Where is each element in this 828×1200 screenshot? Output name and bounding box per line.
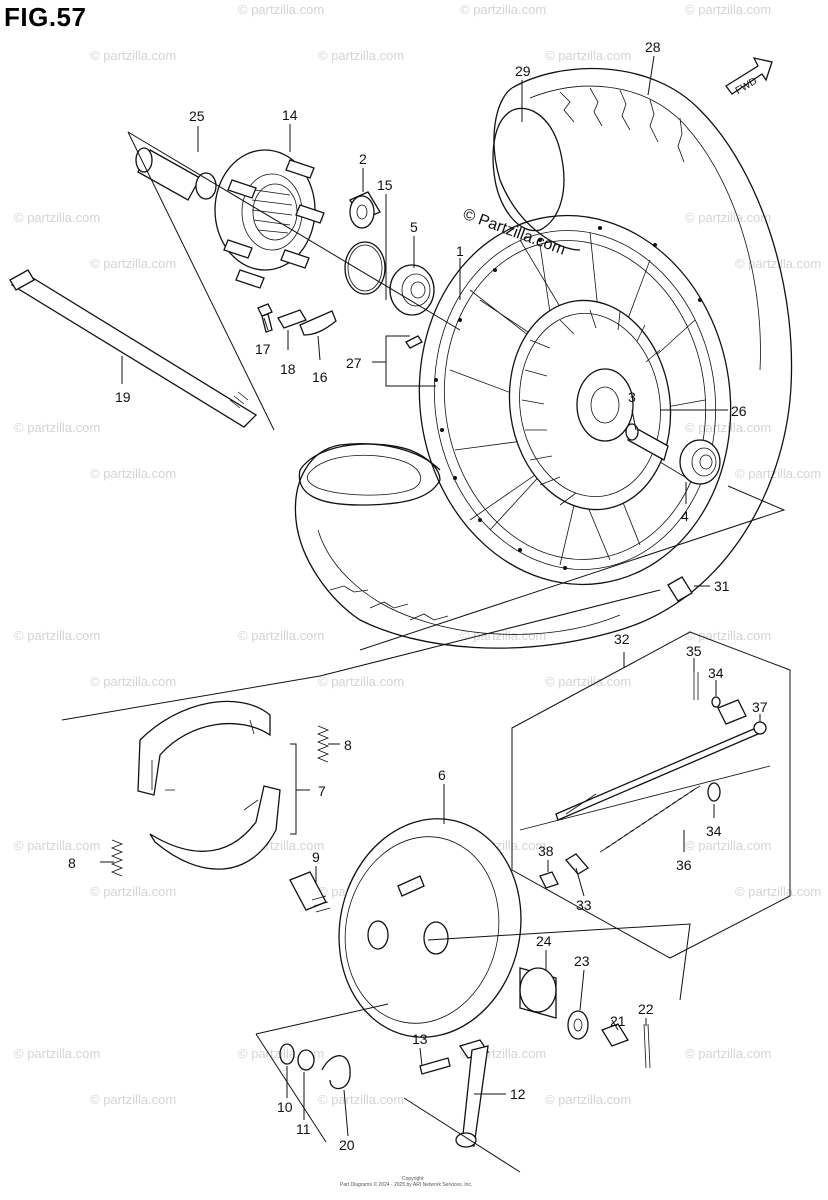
- watermark: © partzilla.com: [685, 1046, 771, 1061]
- watermark: © partzilla.com: [14, 838, 100, 853]
- part-label-16[interactable]: 16: [312, 369, 328, 385]
- part-label-19[interactable]: 19: [115, 389, 131, 405]
- watermark: © partzilla.com: [14, 628, 100, 643]
- part-label-6[interactable]: 6: [438, 767, 446, 783]
- watermark: © partzilla.com: [460, 2, 546, 17]
- watermark: © partzilla.com: [545, 1092, 631, 1107]
- watermark: © partzilla.com: [735, 884, 821, 899]
- part-label-1[interactable]: 1: [456, 243, 464, 259]
- watermark: © partzilla.com: [545, 48, 631, 63]
- leader-lines: [100, 55, 761, 1137]
- part-label-12[interactable]: 12: [510, 1086, 526, 1102]
- part-label-10[interactable]: 10: [277, 1099, 293, 1115]
- part-label-4[interactable]: 4: [681, 508, 689, 524]
- part-label-21[interactable]: 21: [610, 1013, 626, 1029]
- watermark: © partzilla.com: [685, 420, 771, 435]
- watermark: © partzilla.com: [735, 466, 821, 481]
- copyright-line-1: Copyright: [402, 1176, 424, 1182]
- part-label-22[interactable]: 22: [638, 1001, 654, 1017]
- nut-31: [667, 576, 693, 602]
- part-label-34-bottom[interactable]: 34: [706, 823, 722, 839]
- bearing-5: [389, 264, 435, 316]
- part-label-23[interactable]: 23: [574, 953, 590, 969]
- watermark: © partzilla.com: [318, 674, 404, 689]
- watermark: © partzilla.com: [90, 466, 176, 481]
- part-label-37[interactable]: 37: [752, 699, 768, 715]
- watermark: © partzilla.com: [90, 48, 176, 63]
- part-label-34-top[interactable]: 34: [708, 665, 724, 681]
- part-label-26[interactable]: 26: [731, 403, 747, 419]
- fwd-arrow: FWD: [725, 57, 773, 97]
- watermark: © partzilla.com: [685, 838, 771, 853]
- bush-2: [349, 191, 381, 229]
- watermark: © partzilla.com: [90, 256, 176, 271]
- part-label-29[interactable]: 29: [515, 63, 531, 79]
- hub-14: [214, 149, 325, 289]
- part-label-27[interactable]: 27: [346, 355, 362, 371]
- watermark: © partzilla.com: [685, 628, 771, 643]
- bearing-4: [679, 439, 721, 485]
- part-label-17[interactable]: 17: [255, 341, 271, 357]
- watermark: © partzilla.com: [14, 210, 100, 225]
- watermark: © partzilla.com: [14, 420, 100, 435]
- watermark: © partzilla.com: [685, 210, 771, 225]
- brake-assembly: [61, 589, 791, 1173]
- figure-title: FIG.57: [4, 2, 87, 32]
- watermark: © partzilla.com: [735, 256, 821, 271]
- watermark: © partzilla.com: [318, 1092, 404, 1107]
- part-label-32[interactable]: 32: [614, 631, 630, 647]
- part-label-15[interactable]: 15: [377, 177, 393, 193]
- part-label-20[interactable]: 20: [339, 1137, 355, 1153]
- part-label-38[interactable]: 38: [538, 843, 554, 859]
- part-label-5[interactable]: 5: [410, 219, 418, 235]
- part-label-28[interactable]: 28: [645, 39, 661, 55]
- wheel-assembly: FWD © Partzilla.com: [9, 57, 793, 651]
- watermark: © partzilla.com: [460, 628, 546, 643]
- part-label-7[interactable]: 7: [318, 783, 326, 799]
- part-label-13[interactable]: 13: [412, 1031, 428, 1047]
- axle-19: [9, 269, 258, 428]
- copyright-line-2: Part Diagrams © 2024 - 2025 by ARI Netwo…: [340, 1181, 472, 1188]
- part-label-31[interactable]: 31: [714, 578, 730, 594]
- watermark: © partzilla.com: [90, 884, 176, 899]
- watermark: © partzilla.com: [238, 628, 324, 643]
- watermark: © partzilla.com: [90, 1092, 176, 1107]
- watermark: © partzilla.com: [685, 2, 771, 17]
- rim-drawing: [405, 214, 732, 586]
- part-label-14[interactable]: 14: [282, 107, 298, 123]
- damper-25: [135, 147, 217, 201]
- part-number-labels: 29 28 25 14 2 15 5 1 17 18 16 27 19 3 26…: [68, 39, 768, 1153]
- part-label-8-top[interactable]: 8: [344, 737, 352, 753]
- watermark: © partzilla.com: [238, 2, 324, 17]
- watermark: © partzilla.com: [90, 674, 176, 689]
- part-label-8-bottom[interactable]: 8: [68, 855, 76, 871]
- part-label-24[interactable]: 24: [536, 933, 552, 949]
- part-label-25[interactable]: 25: [189, 108, 205, 124]
- part-label-36[interactable]: 36: [676, 857, 692, 873]
- watermark: © partzilla.com: [14, 1046, 100, 1061]
- part-label-18[interactable]: 18: [280, 361, 296, 377]
- o-ring-15: [344, 241, 386, 295]
- watermark: © partzilla.com: [318, 48, 404, 63]
- part-label-2[interactable]: 2: [359, 151, 367, 167]
- part-label-33[interactable]: 33: [576, 897, 592, 913]
- tire-drawing: [294, 67, 793, 649]
- watermark: © partzilla.com: [545, 674, 631, 689]
- part-label-35[interactable]: 35: [686, 643, 702, 659]
- part-label-11[interactable]: 11: [296, 1121, 311, 1137]
- part-label-9[interactable]: 9: [312, 849, 320, 865]
- part-label-3[interactable]: 3: [628, 389, 636, 405]
